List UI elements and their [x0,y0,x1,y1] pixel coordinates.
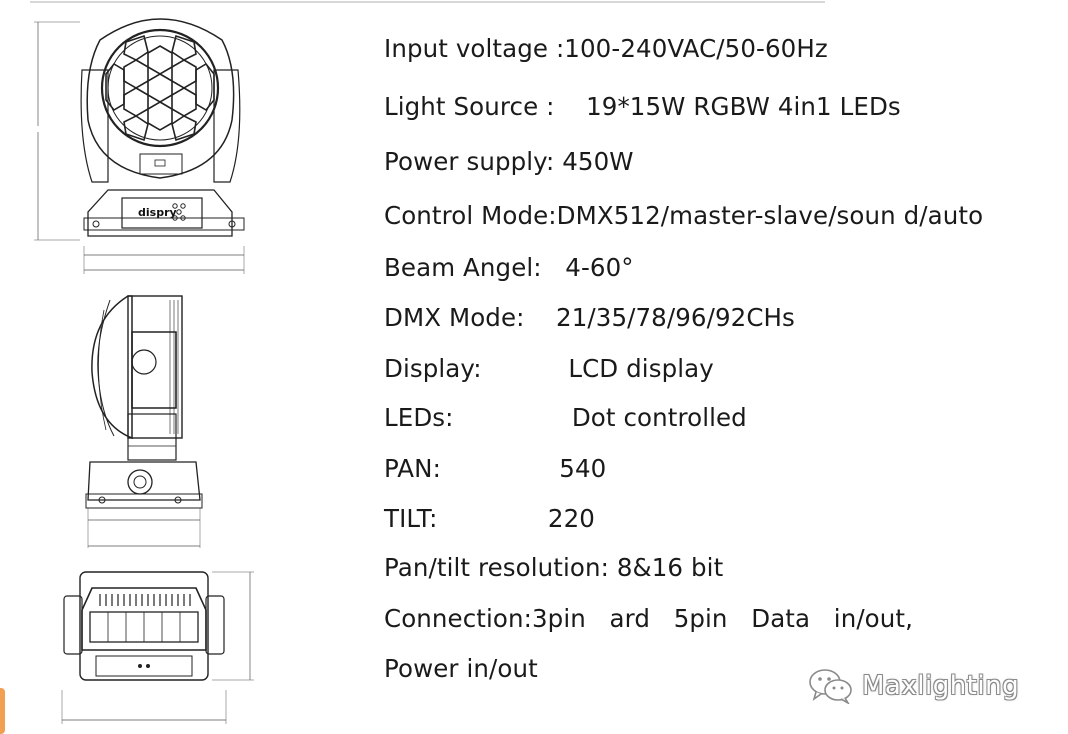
spec-beam-angle: Beam Angel: 4-60° [384,253,634,282]
front-view-drawing [30,18,245,274]
spec-light-source: Light Source : 19*15W RGBW 4in1 LEDs [384,92,901,121]
spec-tilt: TILT: 220 [384,504,595,533]
spec-leds: LEDs: Dot controlled [384,403,747,432]
technical-drawings: dispry [30,18,254,724]
spec-display: Display: LCD display [384,354,714,383]
spec-pan-tilt-resolution: Pan/tilt resolution: 8&16 bit [384,553,724,582]
spec-pan: PAN: 540 [384,454,607,483]
side-accent-tab [0,688,5,734]
spec-power-supply: Power supply: 450W [384,147,634,176]
top-view-drawing [61,571,254,724]
spec-control-mode: Control Mode:DMX512/master-slave/soun d/… [384,201,984,230]
spec-dmx-mode: DMX Mode: 21/35/78/96/92CHs [384,303,795,332]
top-divider [30,1,825,3]
fixture-logo-label: dispry [138,206,177,219]
spec-input-voltage: Input voltage :100-240VAC/50-60Hz [384,34,828,63]
spec-power-in-out: Power in/out [384,654,538,683]
side-view-drawing [85,295,203,548]
spec-connection: Connection:3pin ard 5pin Data in/out, [384,604,913,633]
watermark-label: Maxlighting [862,671,1020,701]
wechat-icon [809,669,852,704]
watermark: Maxlighting [808,666,1019,706]
